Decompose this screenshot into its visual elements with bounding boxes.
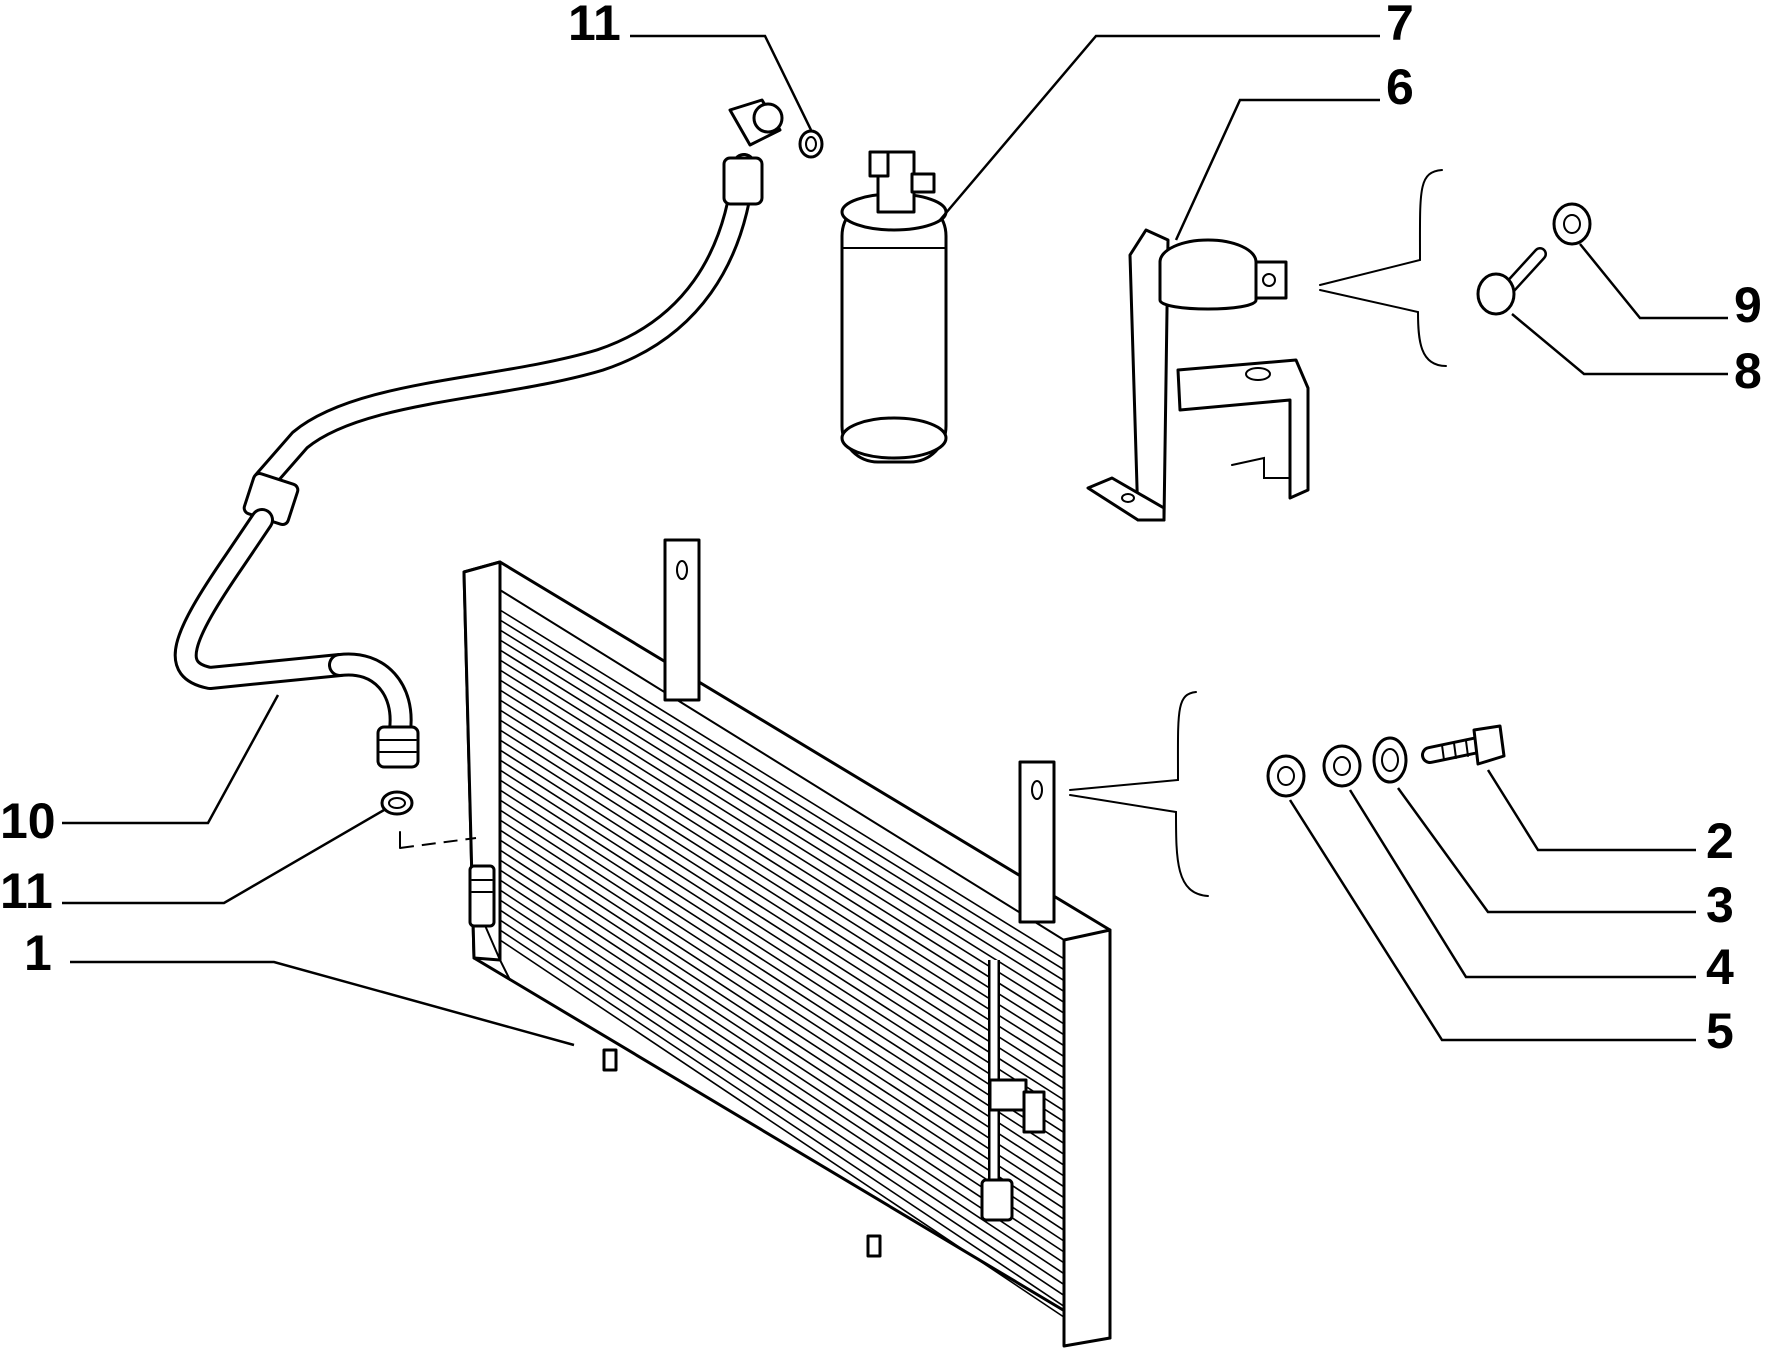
mounting-bracket xyxy=(1086,228,1310,522)
condenser-fin xyxy=(499,919,1065,1297)
condenser-fin xyxy=(499,679,1065,1036)
callout-4: 4 xyxy=(1706,939,1734,995)
condenser-fin xyxy=(499,609,1065,960)
o-ring-bottom xyxy=(380,790,414,816)
bolt-2 xyxy=(1421,724,1506,766)
brace-upper xyxy=(1319,169,1443,286)
condenser-fin xyxy=(499,929,1065,1307)
callout-11-top: 11 xyxy=(568,0,621,51)
condenser-fins xyxy=(499,609,1065,1318)
condenser-fin xyxy=(499,759,1065,1123)
brace-upper-lower xyxy=(1319,289,1447,367)
callout-9: 9 xyxy=(1734,277,1762,333)
condenser-fin xyxy=(499,819,1065,1188)
o-ring-bottom-inner xyxy=(388,797,406,809)
condenser-fin xyxy=(499,719,1065,1079)
leader-lines xyxy=(62,34,1728,1047)
condenser-fin xyxy=(499,629,1065,982)
condenser-fin xyxy=(499,739,1065,1101)
brace-lower-bottom xyxy=(1069,794,1209,897)
condenser-fin xyxy=(499,849,1065,1221)
condenser-fin xyxy=(499,879,1065,1253)
condenser-fin xyxy=(499,859,1065,1231)
screw-8 xyxy=(1476,247,1547,316)
condenser-fin xyxy=(499,889,1065,1264)
o-ring-top xyxy=(798,129,824,159)
condenser-fin xyxy=(499,639,1065,993)
callout-7: 7 xyxy=(1386,0,1414,51)
condenser-fin xyxy=(499,899,1065,1275)
condenser-fin xyxy=(499,729,1065,1090)
o-ring-top-inner xyxy=(805,136,817,152)
condenser-fin xyxy=(499,869,1065,1242)
callout-2: 2 xyxy=(1706,813,1734,869)
washer-9 xyxy=(1552,202,1592,246)
condenser-fin xyxy=(499,829,1065,1199)
condenser-fin xyxy=(499,709,1065,1069)
condenser-fin xyxy=(499,649,1065,1003)
condenser-fin xyxy=(499,809,1065,1177)
condenser-fin xyxy=(499,619,1065,971)
condenser-fin xyxy=(499,669,1065,1025)
brace-lower xyxy=(1069,691,1197,791)
callout-1: 1 xyxy=(24,925,52,981)
callout-5: 5 xyxy=(1706,1003,1734,1059)
callout-labels: 11 7 6 9 8 10 11 1 2 3 4 5 xyxy=(0,0,1762,1059)
condenser-fin xyxy=(499,689,1065,1047)
refrigerant-hose xyxy=(173,98,784,769)
condenser-fin xyxy=(499,839,1065,1210)
condenser-fin xyxy=(499,939,1065,1318)
condenser-fin xyxy=(499,699,1065,1058)
condenser-fin xyxy=(499,799,1065,1166)
condenser-fin xyxy=(499,789,1065,1155)
callout-3: 3 xyxy=(1706,877,1734,933)
condenser-fin xyxy=(499,769,1065,1134)
nut-5 xyxy=(1266,754,1306,798)
condenser-fin xyxy=(499,909,1065,1286)
condenser-fin xyxy=(499,749,1065,1112)
callout-6: 6 xyxy=(1386,59,1414,115)
condenser-fin xyxy=(499,779,1065,1145)
callout-10: 10 xyxy=(0,793,56,849)
condenser xyxy=(399,538,1112,1348)
receiver-drier xyxy=(840,150,948,464)
callout-8: 8 xyxy=(1734,343,1762,399)
callout-11-bottom: 11 xyxy=(0,863,53,919)
condenser-fin xyxy=(499,659,1065,1014)
lock-washer-3 xyxy=(1372,736,1408,784)
washer-4 xyxy=(1322,744,1362,788)
